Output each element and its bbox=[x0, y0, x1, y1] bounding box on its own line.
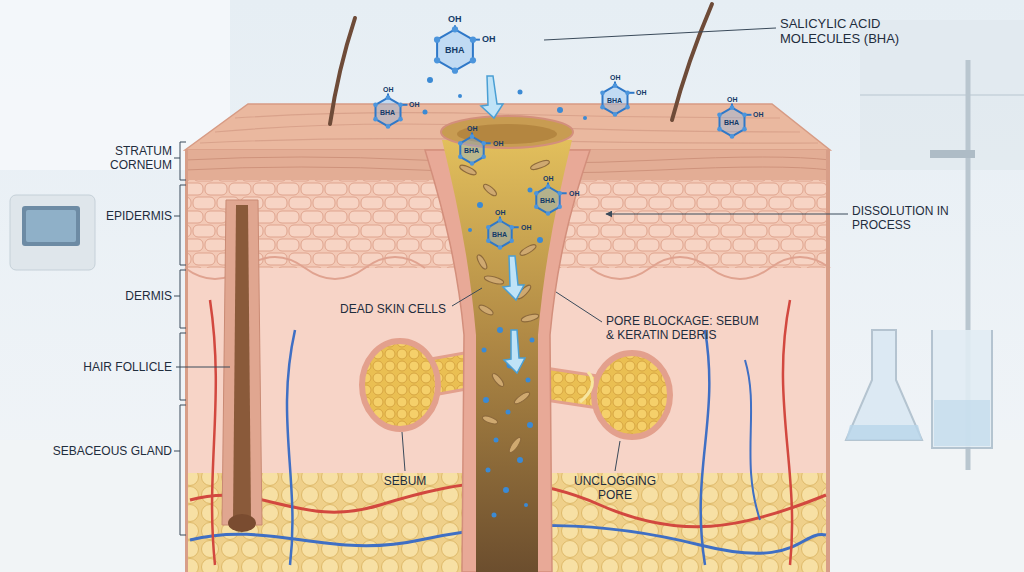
atom-dot bbox=[509, 225, 514, 230]
callout-label: DEAD SKIN CELLS bbox=[328, 302, 458, 316]
atom-dot bbox=[373, 102, 378, 107]
atom-dot bbox=[534, 191, 539, 196]
atom-dot bbox=[534, 205, 539, 210]
atom-label: OH bbox=[495, 209, 506, 216]
atom-dot bbox=[730, 134, 735, 139]
atom-dot bbox=[434, 37, 440, 43]
atom-dot bbox=[498, 218, 503, 223]
benzene-ring bbox=[536, 187, 559, 214]
atom-dot bbox=[546, 211, 551, 216]
layer-label: DERMIS bbox=[82, 289, 172, 303]
molecule-label: BHA bbox=[380, 109, 395, 116]
molecule-label: BHA bbox=[724, 119, 739, 126]
layer-label: EPIDERMIS bbox=[82, 209, 172, 223]
atom-dot bbox=[613, 112, 618, 117]
atom-dot bbox=[600, 105, 605, 110]
atom-label: OH bbox=[727, 96, 738, 103]
atom-dot bbox=[613, 83, 618, 88]
atom-dot bbox=[398, 117, 403, 122]
atom-dot bbox=[717, 112, 722, 117]
callout-label: DISSOLUTION IN PROCESS bbox=[852, 204, 952, 232]
atom-dot bbox=[434, 57, 440, 63]
callout-label: SALICYLIC ACID MOLECULES (BHA) bbox=[780, 16, 930, 47]
atom-dot bbox=[546, 184, 551, 189]
atom-dot bbox=[557, 191, 562, 196]
atom-label: OH bbox=[482, 35, 496, 44]
structure-label: HAIR FOLLICLE bbox=[52, 360, 172, 374]
layer-label: STRATUM CORNEUM bbox=[92, 144, 172, 172]
atom-dot bbox=[742, 127, 747, 132]
benzene-ring bbox=[603, 86, 628, 115]
structure-label: SEBACEOUS GLAND bbox=[22, 444, 172, 458]
callout-label: SEBUM bbox=[372, 474, 438, 488]
molecule-label: BHA bbox=[464, 147, 479, 154]
atom-label: OH bbox=[636, 89, 647, 96]
atom-label: OH bbox=[409, 101, 420, 108]
atom-dot bbox=[625, 90, 630, 95]
benzene-ring bbox=[488, 221, 511, 248]
atom-label: OH bbox=[610, 74, 621, 81]
atom-label: OH bbox=[521, 224, 532, 231]
atom-dot bbox=[452, 68, 458, 74]
atom-dot bbox=[470, 37, 476, 43]
atom-dot bbox=[600, 90, 605, 95]
atom-dot bbox=[452, 26, 458, 32]
atom-dot bbox=[373, 117, 378, 122]
atom-dot bbox=[498, 245, 503, 250]
atom-dot bbox=[386, 95, 391, 100]
atom-dot bbox=[458, 155, 463, 160]
molecule-label: BHA bbox=[540, 197, 555, 204]
molecule-label: BHA bbox=[445, 46, 465, 55]
atom-dot bbox=[625, 105, 630, 110]
atom-dot bbox=[481, 141, 486, 146]
atom-label: OH bbox=[448, 15, 462, 24]
callout-label: PORE BLOCKAGE: SEBUM & KERATIN DEBRIS bbox=[606, 314, 766, 342]
atom-dot bbox=[486, 239, 491, 244]
atom-dot bbox=[509, 239, 514, 244]
benzene-ring bbox=[376, 98, 401, 127]
atom-label: OH bbox=[569, 190, 580, 197]
atom-label: OH bbox=[753, 111, 764, 118]
atom-label: OH bbox=[383, 86, 394, 93]
callout-label: UNCLOGGING PORE bbox=[560, 474, 670, 502]
atom-dot bbox=[470, 134, 475, 139]
atom-dot bbox=[458, 141, 463, 146]
atom-dot bbox=[742, 112, 747, 117]
atom-dot bbox=[386, 124, 391, 129]
atom-dot bbox=[717, 127, 722, 132]
atom-dot bbox=[486, 225, 491, 230]
molecule-label: BHA bbox=[607, 97, 622, 104]
benzene-ring bbox=[460, 137, 483, 164]
atom-dot bbox=[730, 105, 735, 110]
benzene-ring bbox=[437, 29, 473, 70]
atom-dot bbox=[481, 155, 486, 160]
atom-label: OH bbox=[467, 125, 478, 132]
atom-dot bbox=[398, 102, 403, 107]
atom-label: OH bbox=[543, 175, 554, 182]
atom-dot bbox=[470, 57, 476, 63]
benzene-ring bbox=[720, 108, 745, 137]
molecule-label: BHA bbox=[492, 231, 507, 238]
atom-dot bbox=[470, 161, 475, 166]
atom-dot bbox=[557, 205, 562, 210]
atom-label: OH bbox=[493, 140, 504, 147]
